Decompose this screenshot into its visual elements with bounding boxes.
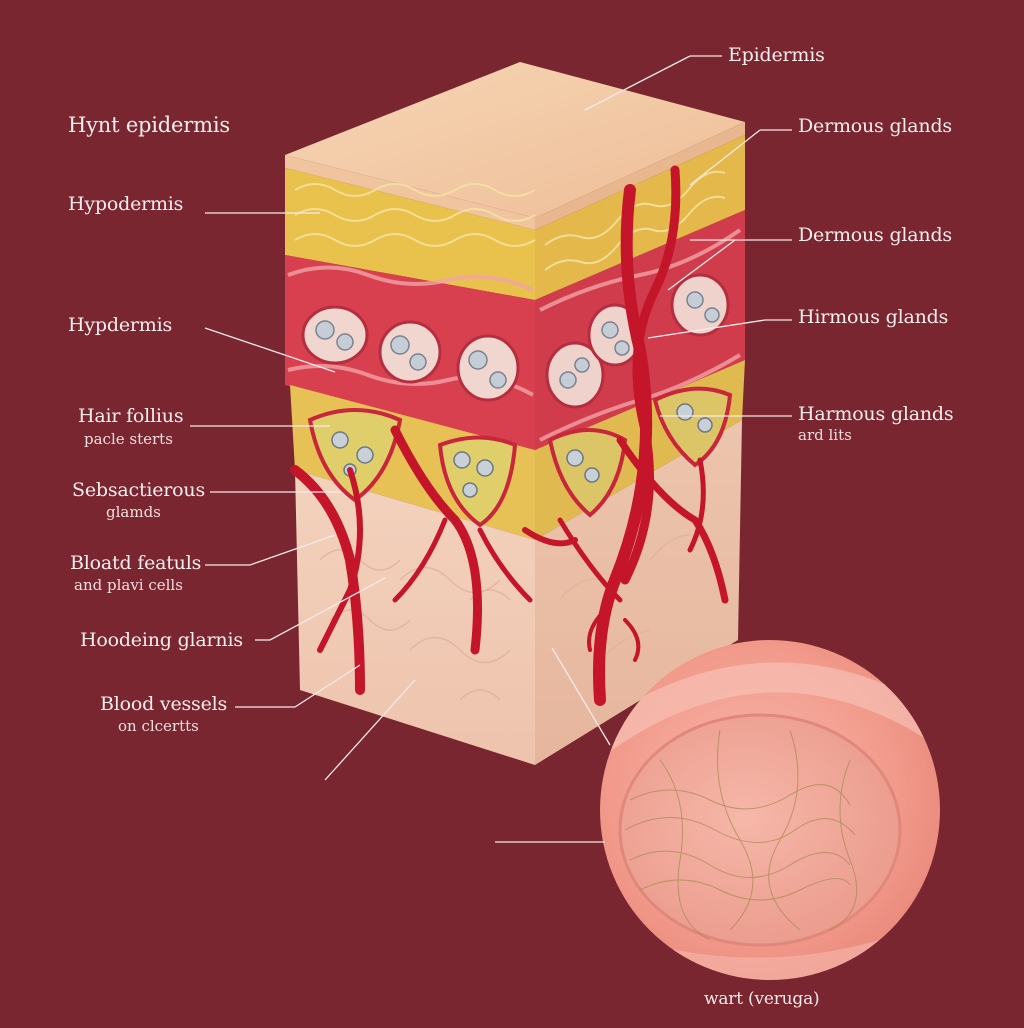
label-sebsactierous-sub: glamds <box>106 503 161 521</box>
label-bloatd-featuls: Bloatd featuls <box>70 553 201 574</box>
label-blood-vessels: Blood vessels <box>100 694 227 715</box>
label-harmous-glands-sub: ard lits <box>798 426 852 444</box>
label-hair-follius-sub: pacle sterts <box>84 430 173 448</box>
label-hirmous-glands: Hirmous glands <box>798 307 948 328</box>
label-bloatd-featuls-sub: and plavi cells <box>74 576 183 594</box>
label-epidermis: Epidermis <box>728 45 825 66</box>
label-harmous-glands: Harmous glands <box>798 404 953 425</box>
label-dermous-glands-1: Dermous glands <box>798 116 952 137</box>
label-hypdermis: Hypdermis <box>68 315 172 336</box>
label-sebsactierous: Sebsactierous <box>72 480 205 501</box>
wart-caption: wart (veruga) <box>704 990 819 1009</box>
label-dermous-glands-2: Dermous glands <box>798 225 952 246</box>
label-hoodeing-glarnis: Hoodeing glarnis <box>80 630 243 651</box>
label-hynt-epidermis: Hynt epidermis <box>68 114 230 137</box>
wart-inset <box>600 640 940 980</box>
label-hair-follius: Hair follius <box>78 406 183 427</box>
label-hypodermis: Hypodermis <box>68 194 183 215</box>
label-blood-vessels-sub: on clcertts <box>118 717 199 735</box>
